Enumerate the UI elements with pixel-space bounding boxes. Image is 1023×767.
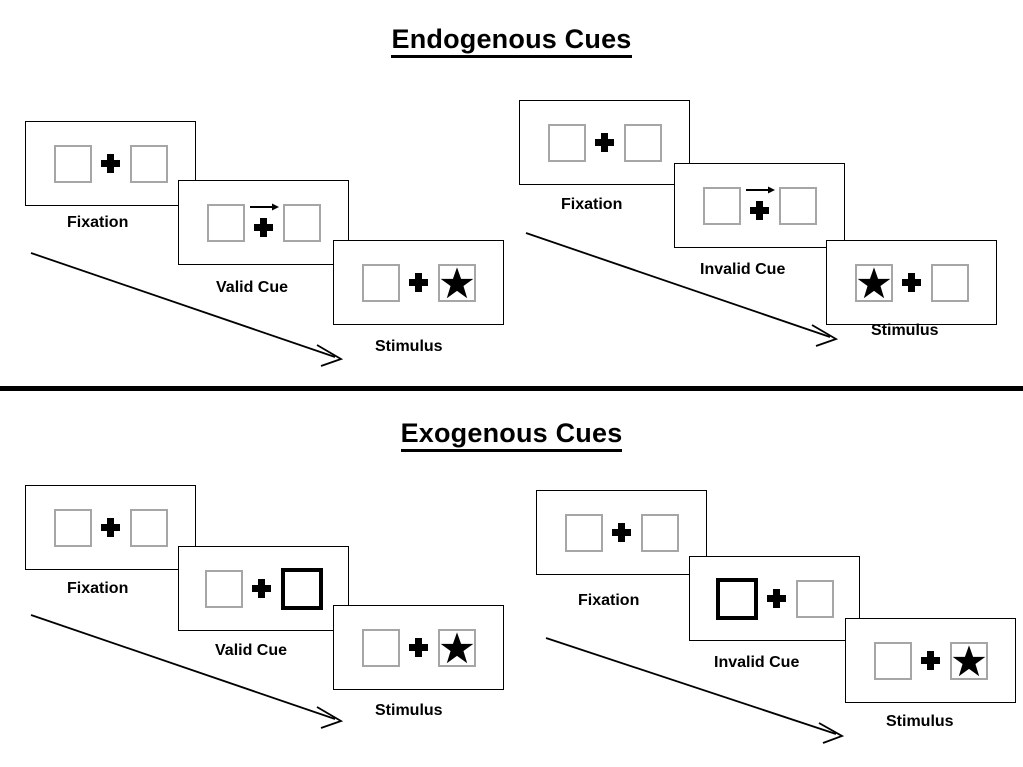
right-placeholder-box [778, 186, 817, 225]
right-placeholder-box [282, 203, 321, 242]
frame-endogenous-invalid-stimulus [826, 240, 997, 325]
right-placeholder-box [795, 579, 834, 618]
fixation-cross-icon [767, 589, 786, 608]
frame-label-endogenous-invalid-stimulus: Stimulus [871, 322, 939, 339]
frame-exogenous-valid-fixation [25, 485, 196, 570]
center-cue-area [245, 201, 283, 245]
frame-endogenous-valid-stimulus [333, 240, 504, 325]
right-placeholder-box [623, 123, 662, 162]
left-placeholder-box [564, 513, 603, 552]
left-placeholder-box [361, 628, 400, 667]
star-target-icon [952, 644, 985, 676]
frame-label-exogenous-valid-stimulus: Stimulus [375, 702, 443, 719]
frame-label-exogenous-invalid-cue: Invalid Cue [714, 654, 800, 671]
frame-label-endogenous-invalid-cue: Invalid Cue [700, 261, 786, 278]
fixation-cross-icon [902, 273, 921, 292]
center-cue-area [758, 577, 796, 621]
center-cue-area [92, 142, 130, 186]
right-arrow-cue-icon [249, 203, 279, 210]
center-cue-area [400, 261, 438, 305]
left-placeholder-box [206, 203, 245, 242]
right-target-box [437, 263, 476, 302]
fixation-cross-icon [254, 217, 273, 237]
frame-exogenous-invalid-stimulus [845, 618, 1016, 703]
right-target-box [437, 628, 476, 667]
right-placeholder-box [640, 513, 679, 552]
frame-label-endogenous-valid-stimulus: Stimulus [375, 338, 443, 355]
star-target-icon [857, 266, 890, 298]
fixation-cross-icon [409, 638, 428, 657]
fixation-cross-icon [409, 273, 428, 292]
frame-endogenous-invalid-fixation [519, 100, 690, 185]
right-arrow-cue-icon [745, 186, 775, 193]
time-flow-arrow-exogenous-invalid [545, 637, 845, 744]
star-target-icon [440, 631, 473, 663]
left-placeholder-box [547, 123, 586, 162]
left-placeholder-box [873, 641, 912, 680]
section-title-endogenous: Endogenous Cues [0, 24, 1023, 58]
fixation-cross-icon [750, 200, 769, 220]
center-cue-area [912, 639, 950, 683]
frame-label-endogenous-valid-fixation: Fixation [67, 214, 129, 231]
frame-label-exogenous-valid-fixation: Fixation [67, 580, 129, 597]
center-cue-area [893, 261, 931, 305]
star-target-icon [440, 266, 473, 298]
center-cue-area [603, 511, 641, 555]
section-title-exogenous: Exogenous Cues [0, 418, 1023, 452]
left-placeholder-box [702, 186, 741, 225]
frame-label-endogenous-valid-cue: Valid Cue [216, 279, 289, 296]
left-cued-box-highlight [715, 577, 758, 620]
left-placeholder-box [53, 144, 92, 183]
right-cued-box-highlight [280, 567, 323, 610]
center-cue-area [741, 184, 779, 228]
center-cue-area [400, 626, 438, 670]
frame-label-endogenous-invalid-fixation: Fixation [561, 196, 623, 213]
fixation-cross-icon [595, 133, 614, 152]
fixation-cross-icon [921, 651, 940, 670]
fixation-cross-icon [252, 579, 271, 598]
section-title-exogenous-text: Exogenous Cues [400, 418, 623, 452]
frame-exogenous-valid-cue [178, 546, 349, 631]
frame-exogenous-invalid-fixation [536, 490, 707, 575]
right-placeholder-box [930, 263, 969, 302]
left-target-box [854, 263, 893, 302]
frame-exogenous-invalid-cue [689, 556, 860, 641]
center-cue-area [586, 121, 624, 165]
frame-label-exogenous-invalid-fixation: Fixation [578, 592, 640, 609]
section-divider [0, 386, 1023, 391]
left-placeholder-box [361, 263, 400, 302]
frame-label-exogenous-invalid-stimulus: Stimulus [886, 713, 954, 730]
right-target-box [949, 641, 988, 680]
right-placeholder-box [129, 508, 168, 547]
fixation-cross-icon [612, 523, 631, 542]
left-placeholder-box [204, 569, 243, 608]
fixation-cross-icon [101, 154, 120, 173]
frame-endogenous-valid-cue [178, 180, 349, 265]
frame-exogenous-valid-stimulus [333, 605, 504, 690]
right-placeholder-box [129, 144, 168, 183]
frame-endogenous-invalid-cue [674, 163, 845, 248]
center-cue-area [243, 567, 281, 611]
frame-label-exogenous-valid-cue: Valid Cue [215, 642, 288, 659]
fixation-cross-icon [101, 518, 120, 537]
left-placeholder-box [53, 508, 92, 547]
frame-endogenous-valid-fixation [25, 121, 196, 206]
center-cue-area [92, 506, 130, 550]
section-title-endogenous-text: Endogenous Cues [391, 24, 632, 58]
